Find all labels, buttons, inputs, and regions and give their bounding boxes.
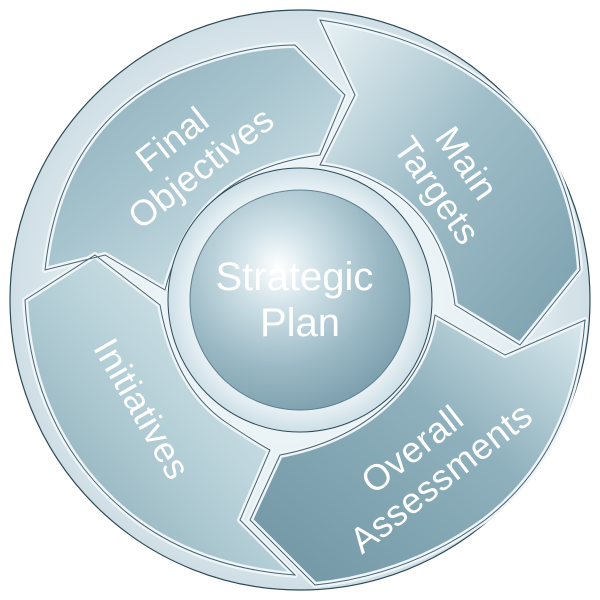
center-sphere <box>189 189 411 411</box>
center-label: Strategic Plan <box>216 255 385 345</box>
